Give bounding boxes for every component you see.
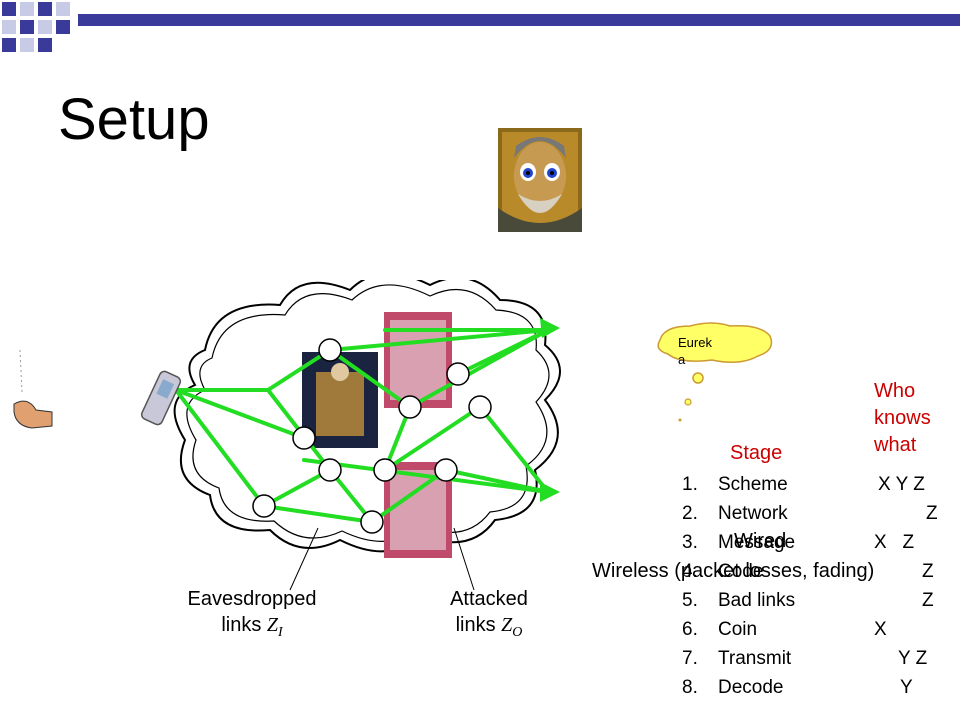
portrait-icon — [498, 128, 582, 232]
network-diagram — [13, 280, 773, 591]
attacked-label: Attacked links ZO — [450, 588, 528, 640]
slide-title: Setup — [58, 87, 210, 152]
king-icon — [302, 352, 378, 448]
thought-text: Eurek a — [678, 335, 712, 367]
header-decoration — [2, 2, 960, 52]
network-nodes — [252, 338, 492, 534]
phone-icon — [140, 370, 182, 426]
attacker-image-icon — [384, 312, 452, 558]
thought-cloud-icon — [657, 322, 773, 422]
eavesdropped-label: Eavesdropped links ZI — [187, 588, 317, 640]
wireless-label: Wireless (packet losses, fading) — [592, 560, 875, 582]
who-knows-what-heading: Who knows what — [874, 380, 931, 456]
hand-icon — [13, 349, 53, 429]
wired-label: Wired — [734, 530, 787, 552]
corner-squares-icon — [2, 2, 70, 52]
stage-heading: Stage — [730, 442, 783, 464]
